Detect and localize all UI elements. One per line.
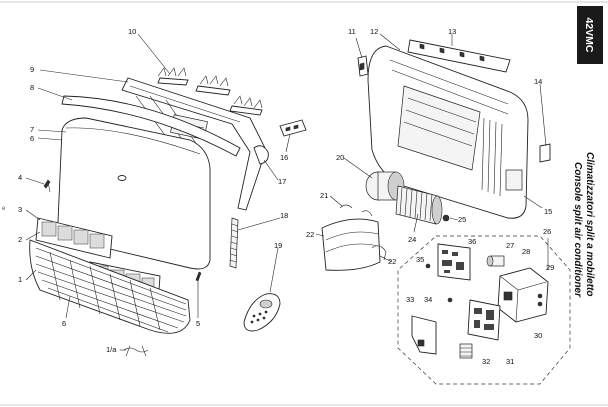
small-part-36 <box>425 263 431 269</box>
top-bracket-part-11 <box>157 67 263 116</box>
model-code-text: 42VMC <box>583 17 595 52</box>
intake-grille-part-6 <box>29 239 191 334</box>
part-label-22-lower: 22 <box>306 230 314 239</box>
part-label-2: 2 <box>18 235 22 244</box>
part-label-3: 3 <box>18 205 22 214</box>
part-label-16: 15 <box>544 207 552 216</box>
clip-part-22-lower <box>361 210 373 217</box>
part-label-35: 34 <box>424 295 432 304</box>
part-label-26: 25 <box>458 215 466 224</box>
flap-part-9 <box>61 95 241 157</box>
leader-lines <box>25 33 547 351</box>
small-bracket-part-15 <box>539 143 551 163</box>
control-board-part-37 <box>437 243 471 281</box>
part-label-11: 10 <box>128 27 136 36</box>
part-label-33: 32 <box>482 357 490 366</box>
top-strip-part-14 <box>407 39 511 73</box>
part-label-20: 19 <box>274 241 282 250</box>
remote-control-part-20 <box>243 293 281 332</box>
part-number-labels: 10 9 8 7 6 4 3 2 1 6 5 1/a 11 12 13 14 1… <box>18 27 554 366</box>
part-label-6: 6 <box>62 319 66 328</box>
front-panel-part-7 <box>57 117 211 270</box>
title-italian: Climatizzatori split a mobiletto <box>584 152 595 296</box>
chassis-part-13 <box>367 45 529 219</box>
side-part-18 <box>253 145 269 165</box>
part-label-7: 6 <box>30 134 34 143</box>
clip-part-5 <box>195 271 202 286</box>
part-label-19: 18 <box>280 211 288 220</box>
mounting-bracket-part-34 <box>411 315 437 355</box>
part-label-15: 14 <box>534 77 542 86</box>
part-label-34: 33 <box>406 295 414 304</box>
part-label-25: 24 <box>408 235 416 244</box>
part-label-5: 5 <box>196 319 200 328</box>
part-label-13: 12 <box>370 27 378 36</box>
part-label-17: 16 <box>280 153 288 162</box>
part-label-27: 26 <box>543 227 551 236</box>
clip-part-24 <box>371 245 387 261</box>
title-english: Console split air conditioner <box>572 162 583 298</box>
model-code-box <box>577 6 603 64</box>
part-label-31: 30 <box>534 331 542 340</box>
part-label-32: 31 <box>506 357 514 366</box>
clip-part-22-upper <box>339 204 353 209</box>
part-label-22-upper: 21 <box>320 191 328 200</box>
part-label-14: 13 <box>448 27 456 36</box>
part-label-18: 17 <box>278 177 286 186</box>
part-label-28: 27 <box>506 241 514 250</box>
electronics-detail-box <box>397 235 571 385</box>
part-label-29: 28 <box>522 247 530 256</box>
part-label-9: 8 <box>30 83 34 92</box>
screw-part-26 <box>442 214 450 222</box>
part-label-10: 9 <box>30 65 34 74</box>
part-label-12: 11 <box>348 27 356 36</box>
part-label-21: 20 <box>336 153 344 162</box>
terminal-box-part-29 <box>497 267 549 323</box>
part-label-1: 1 <box>18 275 22 284</box>
part-label-4: 4 <box>18 173 22 182</box>
part-label-24: 22 <box>388 257 396 266</box>
capacitor-part-28 <box>486 255 505 267</box>
part-label-37: 36 <box>468 237 476 246</box>
margin-mark: e <box>2 206 6 212</box>
part-label-36: 35 <box>416 255 424 264</box>
tangential-fan-part-25 <box>395 185 443 225</box>
clip-part-4 <box>43 179 51 193</box>
fan-housing-part-23 <box>321 218 381 271</box>
connector-part-33 <box>459 343 473 359</box>
power-board-part-32 <box>467 299 501 341</box>
fan-motor-part-21 <box>365 171 405 201</box>
part-label-8: 7 <box>30 125 34 134</box>
part-label-1a: 1/a <box>106 345 117 354</box>
bracket-part-17 <box>279 119 307 137</box>
side-title-block: 42VMC Climatizzatori split a mobiletto C… <box>572 6 603 298</box>
cable-part-1a <box>123 345 149 357</box>
small-part-35 <box>447 297 453 303</box>
part-label-30: 29 <box>546 263 554 272</box>
